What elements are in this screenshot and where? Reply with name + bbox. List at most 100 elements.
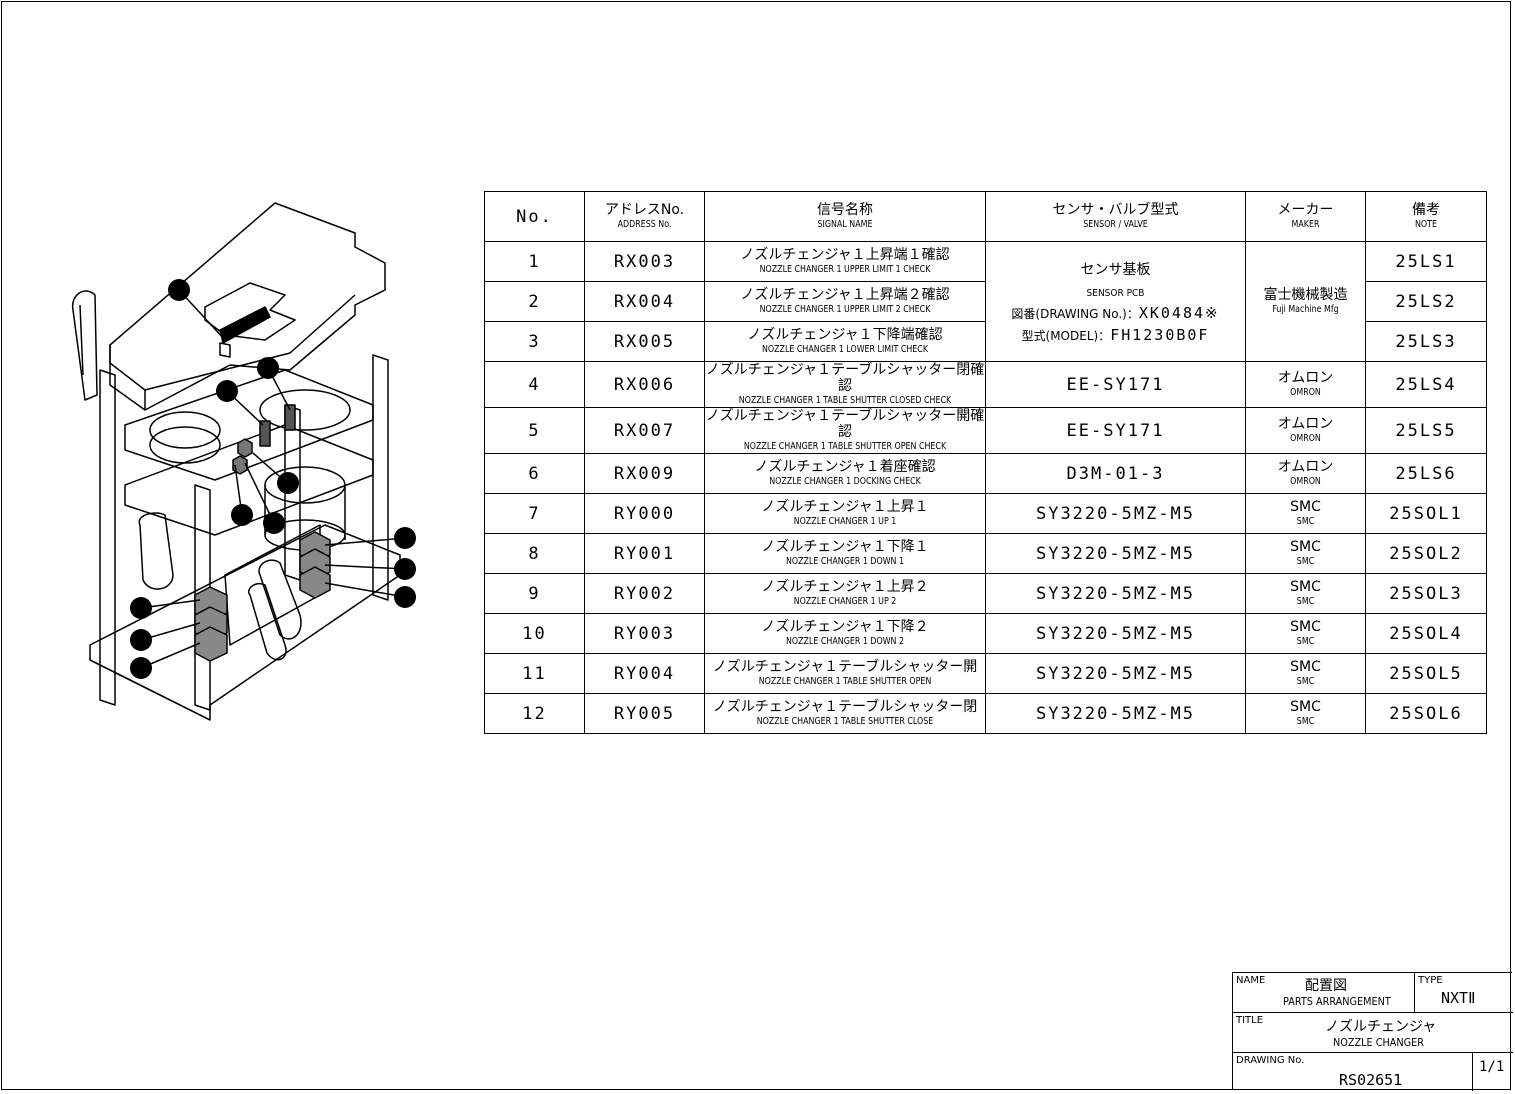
- cell-sensor: D3M-01-3: [985, 453, 1246, 494]
- header-address: アドレスNo.ADDRESS No.: [584, 191, 705, 242]
- cell-note: 25LS5: [1365, 407, 1487, 454]
- callout-bullet: [394, 527, 416, 549]
- tb-drawing-label: DRAWING No.: [1236, 1055, 1305, 1066]
- cell-note: 25LS4: [1365, 361, 1487, 408]
- cell-no: 1: [484, 241, 585, 282]
- cell-note: 25LS2: [1365, 281, 1487, 322]
- tb-title-en: NOZZLE CHANGER: [1333, 1036, 1424, 1049]
- cell-no: 11: [484, 653, 585, 694]
- cell-address: RY005: [584, 693, 705, 734]
- cell-no: 3: [484, 321, 585, 362]
- cell-address: RY001: [584, 533, 705, 574]
- cell-no: 5: [484, 407, 585, 454]
- cell-no: 12: [484, 693, 585, 734]
- cell-note: 25SOL1: [1365, 493, 1487, 534]
- cell-sensor: SY3220-5MZ-M5: [985, 693, 1246, 734]
- cell-sensor: SY3220-5MZ-M5: [985, 493, 1246, 534]
- base-plate: [89, 524, 401, 721]
- cell-note: 25LS1: [1365, 241, 1487, 282]
- cell-address: RY003: [584, 613, 705, 654]
- callout-bullet: [216, 380, 238, 402]
- tb-type-value: NXTⅡ: [1441, 989, 1476, 1007]
- cell-no: 7: [484, 493, 585, 534]
- cell-sensor: SY3220-5MZ-M5: [985, 573, 1246, 614]
- tb-drawing: DRAWING No. RS02651: [1233, 1053, 1473, 1091]
- cell-sensor-pcb: センサ基板 SENSOR PCB 図番(DRAWING No.)：XK0484※…: [985, 241, 1246, 362]
- callout-bullet: [394, 558, 416, 580]
- cell-note: 25LS6: [1365, 453, 1487, 494]
- top-plate: [109, 202, 386, 411]
- nozzle-changer-illustration: [71, 202, 416, 721]
- cell-no: 4: [484, 361, 585, 408]
- tb-type: TYPE NXTⅡ: [1415, 973, 1513, 1013]
- cell-address: RY004: [584, 653, 705, 694]
- title-block: NAME 配置図 PARTS ARRANGEMENT TYPE NXTⅡ TIT…: [1232, 972, 1513, 1091]
- cell-sensor: SY3220-5MZ-M5: [985, 613, 1246, 654]
- header-no: No.: [484, 191, 585, 242]
- tb-title: TITLE ノズルチェンジャ NOZZLE CHANGER: [1233, 1013, 1513, 1053]
- callout-bullet: [263, 512, 285, 534]
- cell-address: RX009: [584, 453, 705, 494]
- tb-name-jp: 配置図: [1305, 978, 1347, 994]
- cell-no: 8: [484, 533, 585, 574]
- tb-name: NAME 配置図 PARTS ARRANGEMENT: [1233, 973, 1415, 1013]
- left-column-front: [99, 369, 116, 706]
- callout-bullet: [130, 657, 152, 679]
- cell-no: 6: [484, 453, 585, 494]
- cell-note: 25SOL2: [1365, 533, 1487, 574]
- callout-bullet: [130, 629, 152, 651]
- tb-name-label: NAME: [1236, 975, 1266, 986]
- cell-address: RY002: [584, 573, 705, 614]
- tb-drawing-value: RS02651: [1339, 1071, 1403, 1089]
- tb-sheet: 1/1: [1479, 1059, 1505, 1075]
- tb-title-label: TITLE: [1236, 1015, 1264, 1026]
- callout-bullet: [130, 597, 152, 619]
- cell-note: 25SOL5: [1365, 653, 1487, 694]
- cell-note: 25SOL6: [1365, 693, 1487, 734]
- cell-no: 10: [484, 613, 585, 654]
- cell-sensor: SY3220-5MZ-M5: [985, 533, 1246, 574]
- callout-bullet: [394, 586, 416, 608]
- callout-bullet: [257, 357, 279, 379]
- tb-type-label: TYPE: [1418, 975, 1443, 986]
- tb-title-jp: ノズルチェンジャ: [1325, 1019, 1437, 1035]
- cell-address: RX003: [584, 241, 705, 282]
- right-column-front: [372, 354, 389, 601]
- cell-note: 25LS3: [1365, 321, 1487, 362]
